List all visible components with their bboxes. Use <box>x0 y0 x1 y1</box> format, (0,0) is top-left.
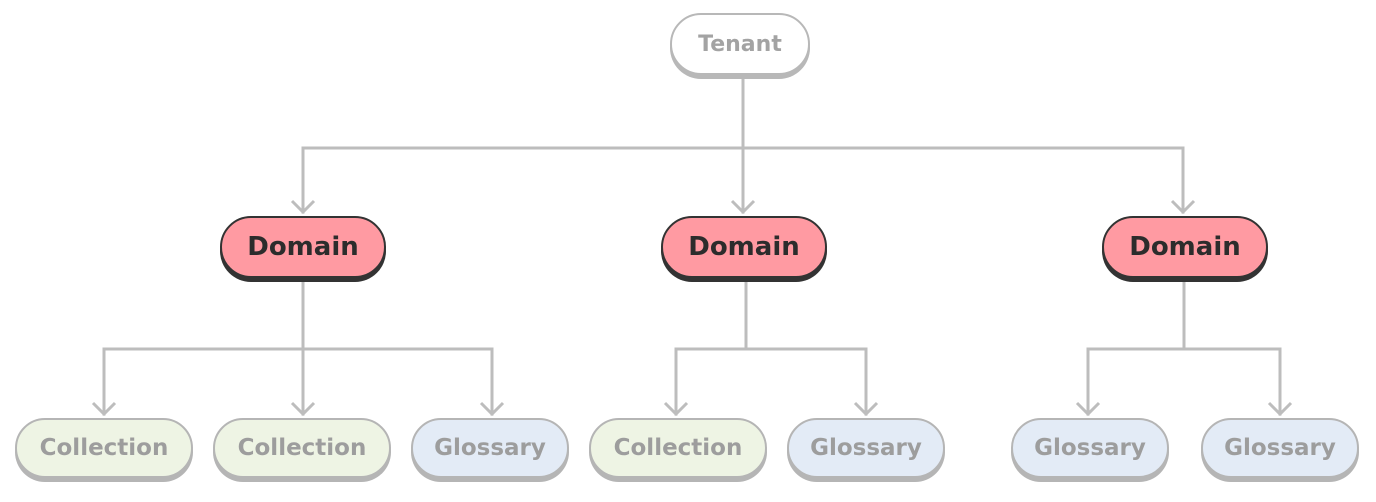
domain-node-2: Domain <box>661 216 827 278</box>
glossary-label: Glossary <box>1034 435 1146 461</box>
collection-label: Collection <box>237 435 367 461</box>
domain-label: Domain <box>1129 232 1241 262</box>
glossary-label: Glossary <box>434 435 546 461</box>
collection-node: Collection <box>213 418 391 478</box>
collection-node: Collection <box>15 418 193 478</box>
domain-node-3: Domain <box>1102 216 1268 278</box>
tenant-node: Tenant <box>670 13 810 75</box>
domain-label: Domain <box>688 232 800 262</box>
glossary-node: Glossary <box>1201 418 1359 478</box>
glossary-label: Glossary <box>810 435 922 461</box>
collection-node: Collection <box>589 418 767 478</box>
domain-label: Domain <box>247 232 359 262</box>
glossary-label: Glossary <box>1224 435 1336 461</box>
glossary-node: Glossary <box>1011 418 1169 478</box>
collection-label: Collection <box>613 435 743 461</box>
domain-node-1: Domain <box>220 216 386 278</box>
collection-label: Collection <box>39 435 169 461</box>
glossary-node: Glossary <box>787 418 945 478</box>
tenant-label: Tenant <box>698 31 782 57</box>
glossary-node: Glossary <box>411 418 569 478</box>
